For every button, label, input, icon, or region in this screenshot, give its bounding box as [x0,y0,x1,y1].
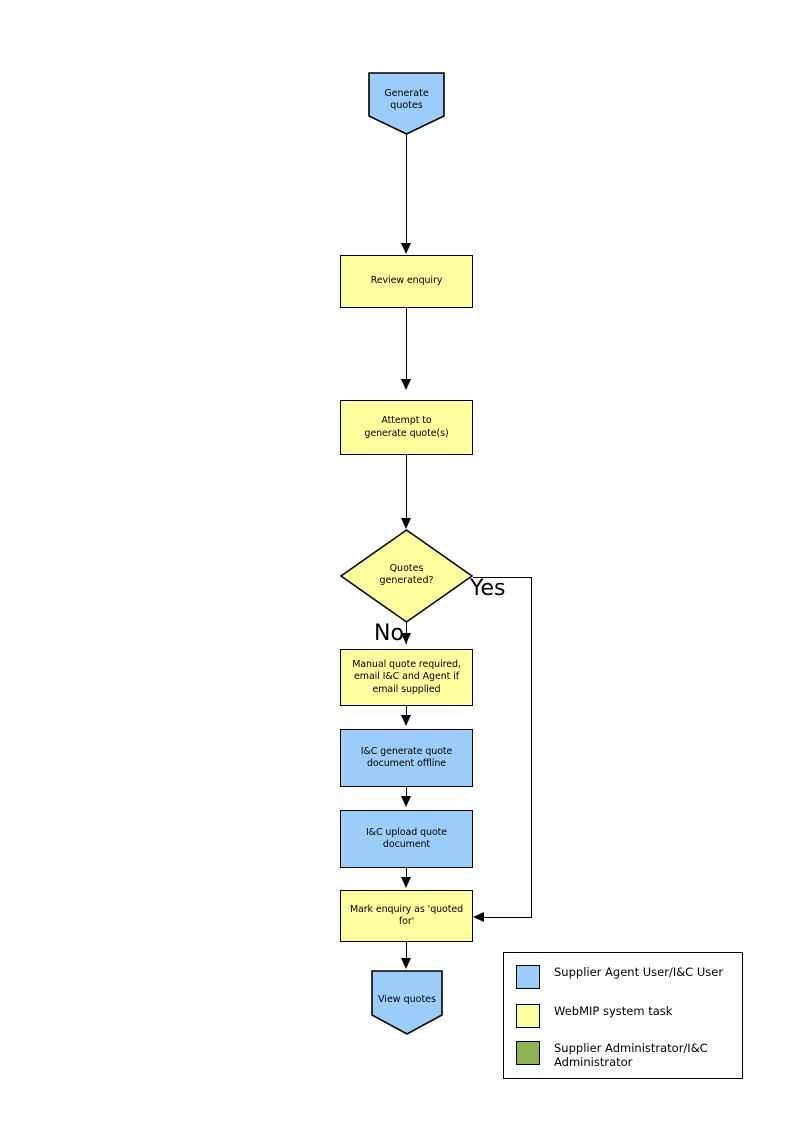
connector-yes-horizontal-top [473,577,532,579]
node-quotes-generated-line1: Quotes [389,563,424,574]
legend-swatch-yellow [516,1004,540,1028]
connector-generate-offline-to-upload [405,787,407,804]
legend-item-webmip-system-task: WebMIP system task [516,1004,672,1028]
node-manual-quote-required[interactable]: Manual quote required, email I&C and Age… [340,649,473,706]
node-mark-enquiry-quoted-for[interactable]: Mark enquiry as 'quoted for' [340,890,473,942]
node-attempt-generate-quotes[interactable]: Attempt to generate quote(s) [340,400,473,455]
node-quotes-generated-line2: generated? [379,575,434,586]
connector-yes-vertical [531,577,533,917]
connector-yes-horizontal-bottom [484,916,532,918]
edge-label-yes: Yes [470,576,506,601]
legend-label-supplier-administrator: Supplier Administrator/I&C Administrator [554,1041,708,1069]
node-ic-generate-quote-offline[interactable]: I&C generate quote document offline [340,729,473,787]
node-quotes-generated-decision[interactable]: Quotes generated? [340,529,473,623]
pentagon-shape [368,72,445,135]
pentagon-shape [371,970,443,1035]
connector-review-to-attempt [405,308,407,380]
arrowhead-to-attempt-generate [400,379,411,390]
arrowhead-to-decision [400,518,411,529]
legend-item-supplier-agent-user: Supplier Agent User/I&C User [516,965,723,989]
legend-item-supplier-administrator: Supplier Administrator/I&C Administrator [516,1041,734,1069]
node-generate-quotes-line2: quotes [390,100,423,111]
node-view-quotes-label: View quotes [378,994,436,1005]
node-generate-quotes-line1: Generate [384,88,429,99]
connector-mark-to-view [405,942,407,965]
connector-generate-to-review [405,134,407,244]
arrowhead-to-view-quotes [400,958,411,969]
edge-label-no: No [374,621,404,646]
legend-label-supplier-agent-user: Supplier Agent User/I&C User [554,965,724,979]
legend-swatch-blue [516,965,540,989]
node-ic-upload-quote-document[interactable]: I&C upload quote document [340,810,473,868]
arrowhead-to-ic-upload [400,796,411,807]
connector-upload-to-mark [405,868,407,885]
diamond-shape [340,529,473,623]
node-review-enquiry[interactable]: Review enquiry [340,255,473,308]
legend: Supplier Agent User/I&C User WebMIP syst… [503,952,743,1079]
node-view-quotes[interactable]: View quotes [371,970,443,1035]
arrowhead-to-manual-quote [400,633,411,644]
legend-swatch-green [516,1041,540,1065]
arrowhead-to-review-enquiry [400,243,411,254]
legend-label-webmip-system-task: WebMIP system task [554,1004,673,1018]
arrowhead-to-ic-generate [400,715,411,726]
connector-attempt-to-decision [405,455,407,519]
arrowhead-to-mark-enquiry [400,877,411,888]
connector-manual-to-generate-offline [405,706,407,723]
node-generate-quotes[interactable]: Generate quotes [368,72,445,135]
arrowhead-to-mark-enquiry-yes [473,911,484,922]
